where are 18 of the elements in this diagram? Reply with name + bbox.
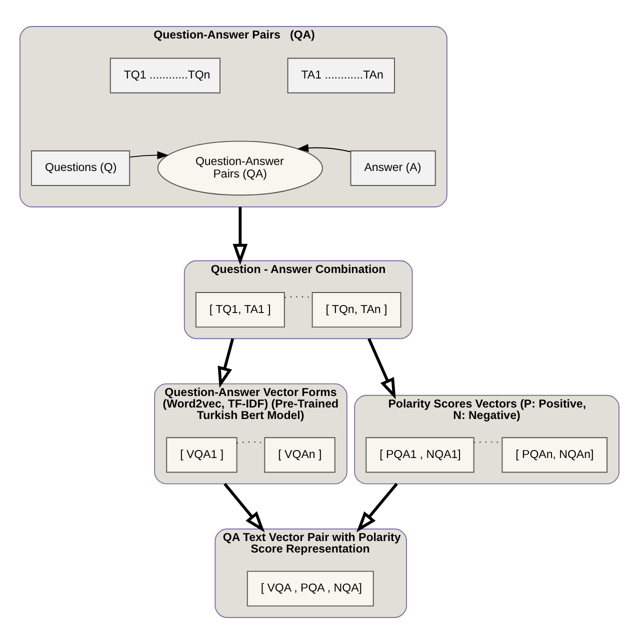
arrow: [218, 338, 234, 388]
arrow: [129, 151, 169, 160]
node-box: [ TQn, TAn ]: [312, 292, 402, 328]
node-box: [ PQAn, NQAn]: [502, 437, 608, 473]
node-box: [ VQAn ]: [264, 437, 336, 473]
node-box: Answer (A): [350, 150, 436, 186]
node-box: Questions (Q): [31, 150, 130, 186]
arrow: [232, 206, 248, 266]
node-box: TQ1 ............TQn: [110, 58, 220, 94]
node-box: TA1 ............TAn: [287, 58, 395, 94]
node-box: [ TQ1, TA1 ]: [195, 292, 285, 328]
arrow: [356, 482, 398, 532]
arrow: [224, 482, 265, 532]
arrow: [368, 338, 396, 400]
node-box: [ VQA , PQA , NQA]: [246, 570, 374, 606]
node-box: [ PQA1 , NQA1]: [366, 437, 474, 473]
node-box: [ VQA1 ]: [166, 437, 238, 473]
arrow: [296, 144, 352, 152]
